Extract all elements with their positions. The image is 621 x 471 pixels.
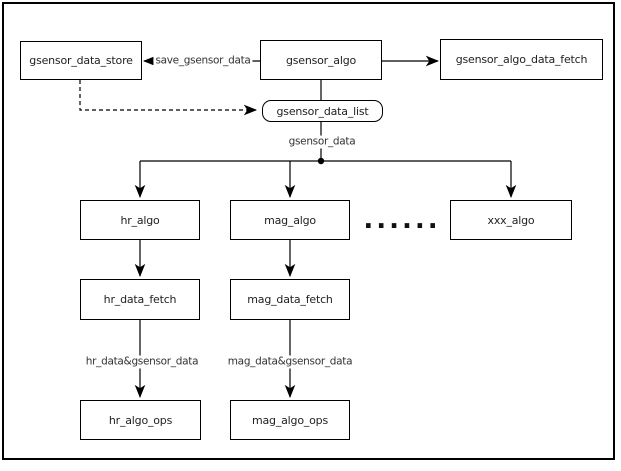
edge-label-gsensor-data: gsensor_data xyxy=(286,135,358,149)
node-mag-algo: mag_algo xyxy=(230,200,350,240)
node-gsensor-data-store: gsensor_data_store xyxy=(20,41,142,80)
node-mag-data-fetch: mag_data_fetch xyxy=(230,279,350,320)
node-mag-algo-ops: mag_algo_ops xyxy=(230,400,350,440)
node-gsensor-algo: gsensor_algo xyxy=(260,40,382,80)
edge-label-hr-data-gsensor-data: hr_data&gsensor_data xyxy=(83,355,201,369)
node-label: hr_algo_ops xyxy=(108,413,173,427)
edge-label-mag-data-gsensor-data: mag_data&gsensor_data xyxy=(225,355,355,369)
node-label: gsensor_data_list xyxy=(276,104,369,118)
node-label: mag_algo xyxy=(264,213,316,227)
node-hr-algo-ops: hr_algo_ops xyxy=(80,400,201,440)
node-hr-algo: hr_algo xyxy=(80,200,200,240)
node-label: xxx_algo xyxy=(487,213,535,227)
node-label: mag_algo_ops xyxy=(252,413,328,427)
node-gsensor-data-list: gsensor_data_list xyxy=(262,100,383,122)
junction-dot xyxy=(317,157,325,165)
edge-store-to-list-dashed xyxy=(79,80,258,116)
node-label: hr_algo xyxy=(120,213,160,227)
node-label: gsensor_algo_data_fetch xyxy=(455,53,588,66)
edge-label-save-gsensor-data: save_gsensor_data xyxy=(153,54,253,68)
node-gsensor-algo-data-fetch: gsensor_algo_data_fetch xyxy=(440,39,603,80)
node-label: hr_data_fetch xyxy=(103,293,177,306)
node-label: gsensor_data_store xyxy=(29,54,133,67)
node-label: mag_data_fetch xyxy=(247,293,333,306)
node-xxx-algo: xxx_algo xyxy=(450,200,572,240)
node-label: gsensor_algo xyxy=(285,53,357,67)
ellipsis-more-algos: ...... xyxy=(363,205,441,235)
node-hr-data-fetch: hr_data_fetch xyxy=(80,279,200,320)
